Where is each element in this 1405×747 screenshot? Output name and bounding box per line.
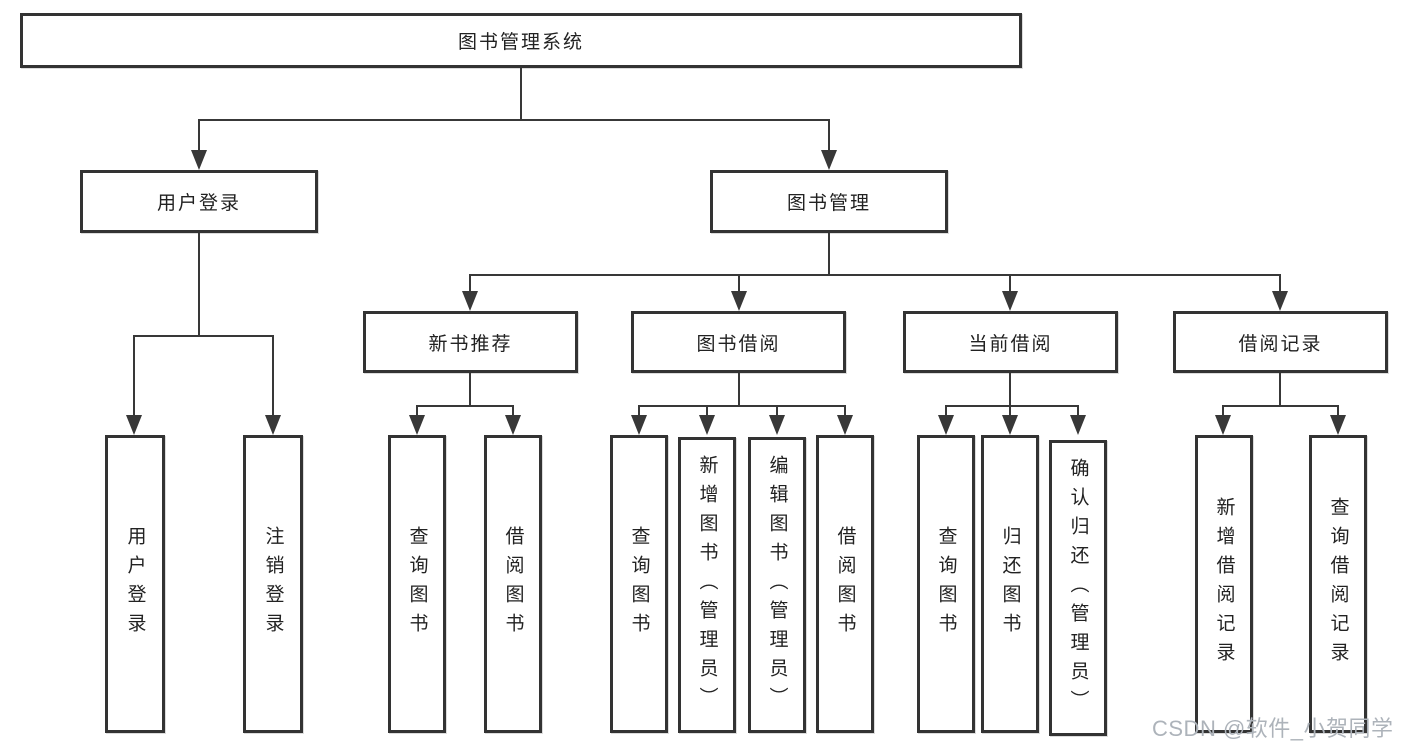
connector-line [469,373,471,407]
leaf-label: 查询图书 [628,526,650,642]
leaf-label: 归还图书 [999,526,1021,642]
connector-line [776,405,778,419]
leaf-query-books-current: 查询图书 [917,435,975,733]
leaf-query-loan-record: 查询借阅记录 [1309,435,1367,733]
node-label: 当前借阅 [968,333,1053,355]
node-label: 图书借阅 [696,333,781,355]
connector-line [1279,274,1281,296]
arrowhead-down-icon [1330,415,1346,435]
node-label: 图书管理系统 [457,32,584,53]
connector-line [828,233,830,276]
node-current-borrowing: 当前借阅 [903,311,1118,373]
arrowhead-down-icon [1002,291,1018,311]
node-user-login: 用户登录 [80,170,318,233]
leaf-user-login: 用户登录 [105,435,165,733]
leaf-return-books: 归还图书 [981,435,1039,733]
leaf-borrow-books: 借阅图书 [816,435,874,733]
connector-line [416,405,514,407]
connector-line [1279,373,1281,407]
arrowhead-down-icon [265,415,281,435]
arrowhead-down-icon [1002,415,1018,435]
connector-line [945,405,1079,407]
node-library-system: 图书管理系统 [20,13,1022,68]
connector-line [1077,405,1079,419]
arrowhead-down-icon [1215,415,1231,435]
connector-line [1222,405,1338,407]
arrowhead-down-icon [126,415,142,435]
leaf-query-books-borrowing: 查询图书 [610,435,668,733]
connector-line [638,405,640,419]
node-book-management: 图书管理 [710,170,948,233]
arrowhead-down-icon [409,415,425,435]
connector-line [416,405,418,419]
arrowhead-down-icon [1070,415,1086,435]
arrowhead-down-icon [837,415,853,435]
connector-line [198,119,200,154]
arrowhead-down-icon [699,415,715,435]
leaf-borrow-books-recommend: 借阅图书 [484,435,542,733]
leaf-add-books-admin: 新增图书（管理员） [678,437,736,733]
connector-line [469,274,1281,276]
connector-line [738,274,740,296]
arrowhead-down-icon [631,415,647,435]
arrowhead-down-icon [821,150,837,170]
connector-line [198,233,200,337]
node-label: 用户登录 [156,193,241,214]
node-book-borrowing: 图书借阅 [631,311,846,373]
leaf-label: 查询图书 [406,526,428,642]
leaf-logout: 注销登录 [243,435,303,733]
leaf-label: 确认归还（管理员） [1067,457,1089,719]
connector-line [738,373,740,407]
arrowhead-down-icon [505,415,521,435]
connector-line [198,119,830,121]
connector-line [512,405,514,419]
arrowhead-down-icon [769,415,785,435]
leaf-edit-books-admin: 编辑图书（管理员） [748,437,806,733]
connector-line [1009,405,1011,419]
leaf-label: 借阅图书 [834,526,856,642]
arrowhead-down-icon [191,150,207,170]
arrowhead-down-icon [731,291,747,311]
node-label: 新书推荐 [428,333,513,355]
leaf-label: 新增图书（管理员） [696,454,718,716]
connector-line [1337,405,1339,419]
connector-line [844,405,846,419]
csdn-watermark: CSDN @软件_小贺同学 [1152,716,1394,741]
node-label: 借阅记录 [1238,333,1323,355]
connector-line [638,405,846,407]
leaf-confirm-return-admin: 确认归还（管理员） [1049,440,1107,736]
connector-line [133,335,274,337]
connector-line [469,274,471,296]
leaf-add-loan-record: 新增借阅记录 [1195,435,1253,733]
connector-line [706,405,708,419]
leaf-label: 编辑图书（管理员） [766,454,788,716]
leaf-label: 新增借阅记录 [1213,497,1235,671]
connector-line [1222,405,1224,419]
leaf-label: 用户登录 [124,526,146,642]
leaf-label: 注销登录 [262,526,284,642]
arrowhead-down-icon [462,291,478,311]
connector-line [272,335,274,419]
connector-line [1009,373,1011,407]
leaf-label: 查询图书 [935,526,957,642]
leaf-label: 查询借阅记录 [1327,497,1349,671]
connector-line [1009,274,1011,296]
connector-line [133,335,135,419]
connector-line [828,119,830,154]
leaf-query-books-recommend: 查询图书 [388,435,446,733]
leaf-label: 借阅图书 [502,526,524,642]
node-new-book-recommendation: 新书推荐 [363,311,578,373]
arrowhead-down-icon [938,415,954,435]
arrowhead-down-icon [1272,291,1288,311]
node-label: 图书管理 [786,193,871,214]
connector-line [945,405,947,419]
connector-line [520,68,522,121]
node-borrowing-records: 借阅记录 [1173,311,1388,373]
